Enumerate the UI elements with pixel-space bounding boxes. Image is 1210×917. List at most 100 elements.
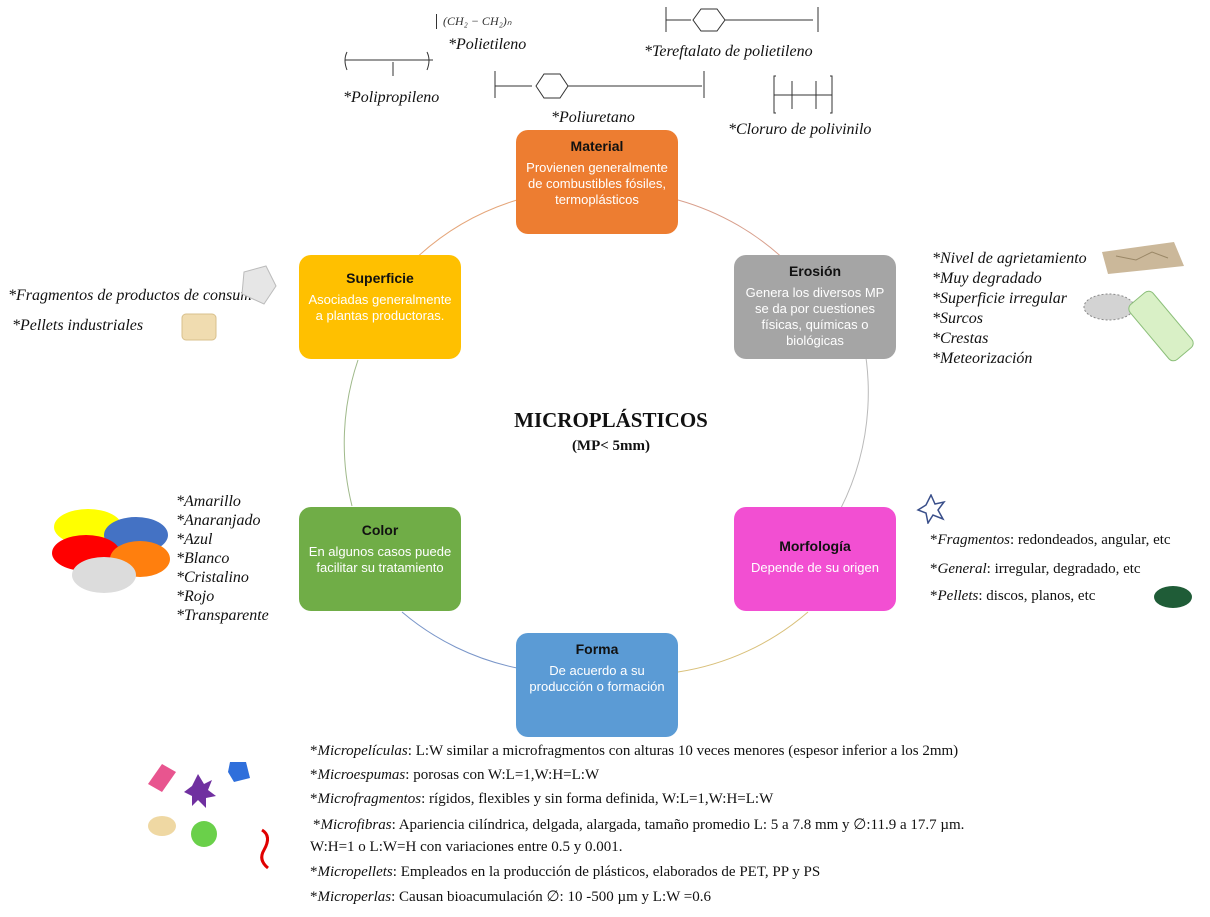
forma-list: *Micropelículas: L:W similar a microfrag… <box>310 742 964 912</box>
color-list-item: *Amarillo <box>176 493 241 510</box>
color-title: Color <box>361 522 399 538</box>
forma-term: Microespumas <box>317 767 406 783</box>
forma-sep: : <box>421 791 426 807</box>
erosion-list-item: *Surcos <box>932 310 983 327</box>
erosion-list: *Nivel de agrietamiento *Muy degradado *… <box>932 249 1087 369</box>
forma-box: Forma De acuerdo a su producción o forma… <box>516 633 678 737</box>
erosion-body: Genera los diversos MP se da por cuestio… <box>745 285 885 348</box>
color-box: Color En algunos casos puede facilitar s… <box>299 507 461 611</box>
morfologia-title: Morfología <box>779 538 851 554</box>
pet-structure-icon <box>665 7 819 32</box>
superficie-list-item: *Fragmentos de productos de consumo <box>8 287 260 304</box>
forma-term: Micropelículas <box>317 743 408 759</box>
morfologia-sep: : <box>986 561 991 577</box>
morfologia-term: Pellets <box>937 588 979 604</box>
forma-list-item: *Micropelículas: L:W similar a microfrag… <box>310 743 959 759</box>
forma-list-item: *Microperlas: Causan bioacumulación ∅: 1… <box>310 889 711 905</box>
morfologia-desc: irregular, degradado, etc <box>990 561 1141 577</box>
forma-sep: : <box>392 864 397 880</box>
erosion-list-item: *Meteorización <box>932 350 1033 367</box>
morfologia-list-item: *Pellets: discos, planos, etc <box>930 588 1096 604</box>
forma-shapes-icon <box>148 762 269 870</box>
erosion-list-item: *Superficie irregular <box>932 290 1067 307</box>
forma-desc: Apariencia cilíndrica, delgada, alargada… <box>395 817 965 833</box>
forma-term: Microfragmentos <box>317 791 422 807</box>
forma-list-item: *Microfragmentos: rígidos, flexibles y s… <box>310 791 774 807</box>
green-sphere-icon <box>191 821 217 847</box>
color-body: En algunos casos puede facilitar su trat… <box>308 544 452 575</box>
morfologia-box: Morfología Depende de su origen <box>734 507 896 611</box>
polipropileno-label: *Polipropileno <box>343 89 440 106</box>
morfologia-sep: : <box>978 588 983 604</box>
color-list-item: *Anaranjado <box>176 512 261 529</box>
forma-sep: : <box>405 767 410 783</box>
morfologia-desc: redondeados, angular, etc <box>1014 532 1171 548</box>
superficie-box: Superficie Asociadas generalmente a plan… <box>299 255 461 359</box>
color-list-item: *Transparente <box>176 607 269 624</box>
pink-film-icon <box>148 764 176 792</box>
forma-title: Forma <box>575 641 619 657</box>
color-list-item: *Blanco <box>176 550 230 567</box>
morfologia-list-item: *General: irregular, degradado, etc <box>930 561 1141 577</box>
polietileno-formula: (CH₂ − CH₂)ₙ <box>436 14 512 29</box>
beige-bead-icon <box>148 816 176 836</box>
polietileno-label: *Polietileno <box>448 36 527 53</box>
polipropileno-structure-icon <box>344 51 433 76</box>
erosion-title: Erosión <box>788 263 842 279</box>
forma-sep: : <box>407 743 412 759</box>
pvc-label: *Cloruro de polivinilo <box>728 121 872 138</box>
material-title: Material <box>570 138 624 154</box>
superficie-body: Asociadas generalmente a plantas product… <box>308 292 452 323</box>
poliuretano-structure-icon <box>494 71 705 99</box>
pellet-icon <box>181 313 217 341</box>
forma-term: Micropellets <box>317 864 393 880</box>
erosion-list-item: *Crestas <box>932 330 989 347</box>
erosion-list-item: *Nivel de agrietamiento <box>932 250 1087 267</box>
forma-term: Microfibras <box>320 817 392 833</box>
forma-desc: rígidos, flexibles y sin forma definida,… <box>425 791 774 807</box>
forma-list-item: W:H=1 o L:W=H con variaciones entre 0.5 … <box>310 838 964 863</box>
pvc-structure-icon <box>773 75 833 114</box>
morfologia-list-item: *Fragmentos: redondeados, angular, etc <box>930 532 1171 548</box>
poliuretano-label: *Poliuretano <box>551 109 635 126</box>
cracked-particle-icon <box>1102 242 1184 274</box>
forma-sep: : <box>391 889 396 905</box>
forma-list-item: *Microespumas: porosas con W:L=1,W:H=L:W <box>310 767 600 783</box>
cylinder-particle-icon <box>1128 290 1194 362</box>
purple-foam-icon <box>184 774 216 808</box>
superficie-title: Superficie <box>346 270 414 286</box>
center-title: MICROPLÁSTICOS <box>514 408 708 432</box>
morfologia-term: Fragmentos <box>937 532 1011 548</box>
color-list-item: *Cristalino <box>176 569 249 586</box>
forma-desc: L:W similar a microfragmentos con altura… <box>411 743 959 759</box>
forma-desc: W:H=1 o L:W=H con variaciones entre 0.5 … <box>310 839 623 855</box>
erosion-list-item: *Muy degradado <box>932 270 1042 287</box>
fragment-crystal-icon <box>241 265 277 305</box>
forma-desc: porosas con W:L=1,W:H=L:W <box>409 767 600 783</box>
green-pellet-icon <box>1154 586 1192 608</box>
morfologia-desc: discos, planos, etc <box>982 588 1096 604</box>
color-clouds-icon <box>52 509 170 593</box>
material-box: Material Provienen generalmente de combu… <box>516 130 678 234</box>
morfologia-sep: : <box>1010 532 1015 548</box>
star-fragment-icon <box>916 494 946 524</box>
forma-desc: Causan bioacumulación ∅: 10 -500 µm y L:… <box>395 889 711 905</box>
pet-label: *Tereftalato de polietileno <box>644 43 813 60</box>
morfologia-body: Depende de su origen <box>751 560 879 575</box>
forma-sep: : <box>391 817 396 833</box>
color-list: *Amarillo *Anaranjado *Azul *Blanco *Cri… <box>176 492 269 625</box>
forma-list-item: *Micropellets: Empleados en la producció… <box>310 864 821 880</box>
center-subtitle: (MP< 5mm) <box>571 438 651 454</box>
erosion-box: Erosión Genera los diversos MP se da por… <box>734 255 896 359</box>
forma-term: Microperlas <box>317 889 392 905</box>
forma-body: De acuerdo a su producción o formación <box>529 663 665 694</box>
superficie-list-item: *Pellets industriales <box>12 317 144 334</box>
morfologia-term: General <box>937 561 987 577</box>
red-fiber-icon <box>260 828 269 870</box>
color-list-item: *Azul <box>176 531 213 548</box>
forma-list-item: *Microfibras: Apariencia cilíndrica, del… <box>313 817 965 833</box>
color-list-item: *Rojo <box>176 588 215 605</box>
blue-cube-icon <box>228 762 250 782</box>
material-body: Provienen generalmente de combustibles f… <box>526 160 668 207</box>
forma-desc: Empleados en la producción de plásticos,… <box>396 864 821 880</box>
